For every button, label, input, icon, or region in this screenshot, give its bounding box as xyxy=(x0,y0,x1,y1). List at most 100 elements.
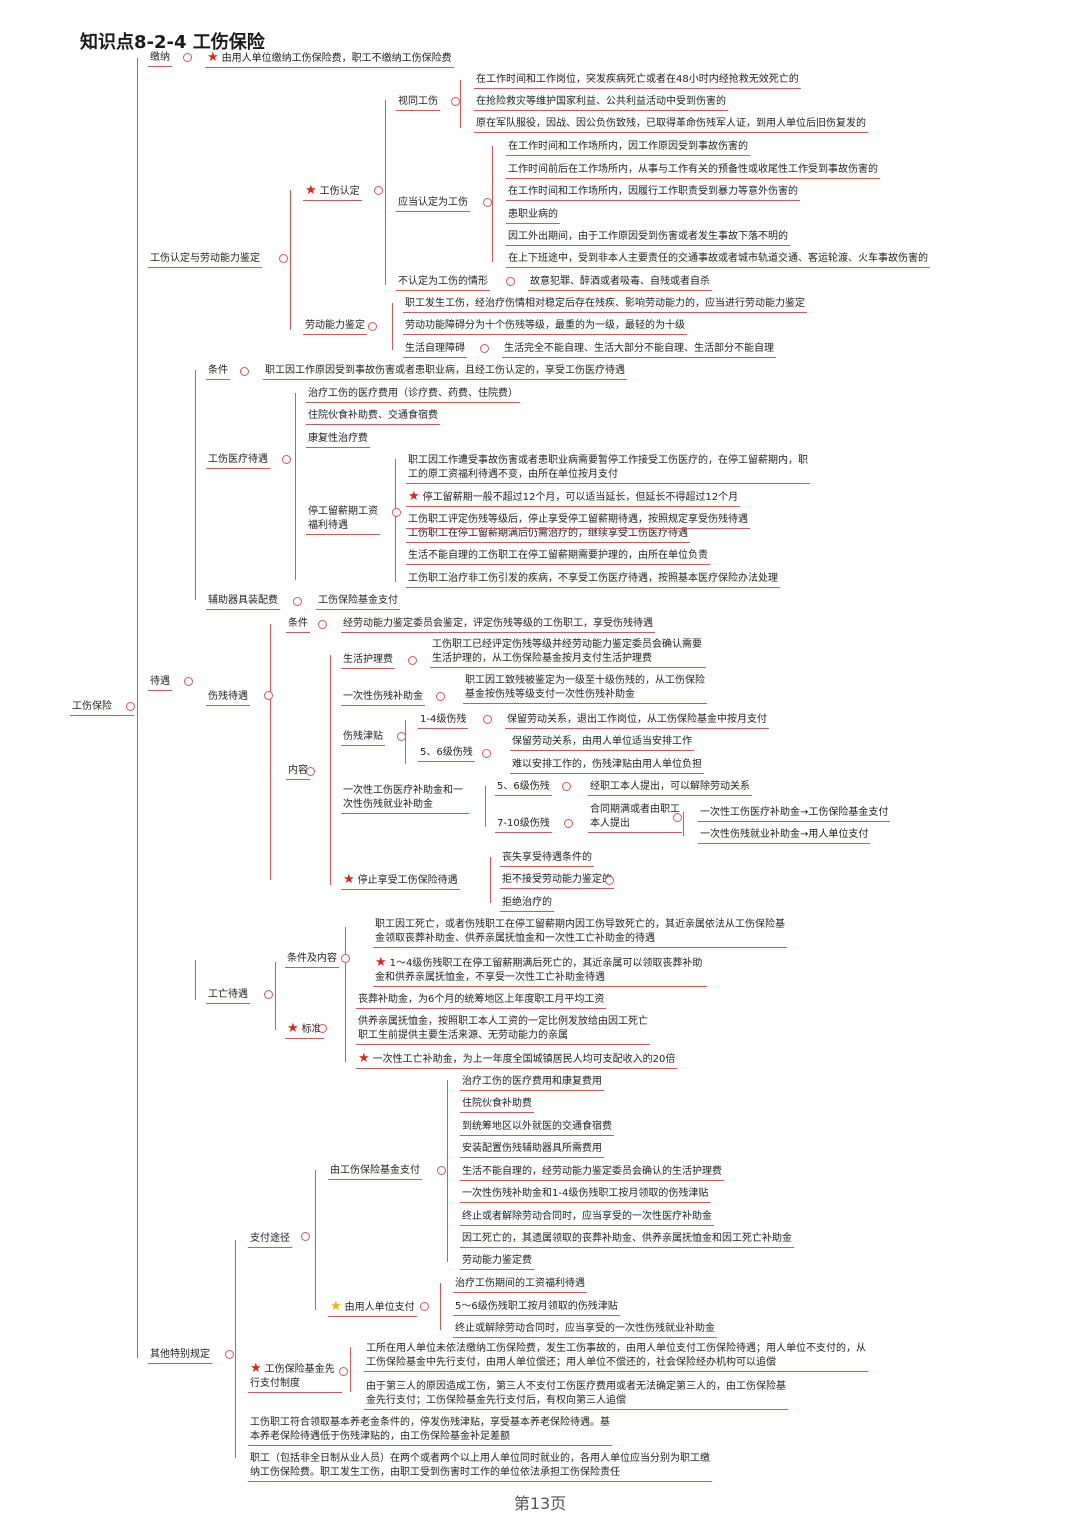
node-jjzf: 由工伤保险基金支付 xyxy=(330,1164,420,1178)
connector-line xyxy=(506,178,880,179)
collapse-toggle-icon[interactable] xyxy=(279,254,288,263)
collapse-toggle-icon[interactable] xyxy=(293,597,302,606)
connector-line xyxy=(341,705,425,706)
node-label: 伤残津贴 xyxy=(343,731,383,742)
node-label: 工作时间前后在工作场所内，从事与工作有关的预备性或收尾性工作受到事故伤害的 xyxy=(508,164,878,175)
collapse-toggle-icon[interactable] xyxy=(264,691,273,700)
node-label: 工伤职工已经评定伤残等级并经劳动能力鉴定委员会确认需要生活护理的，从工伤保险基金… xyxy=(432,639,702,664)
node-label: 条件 xyxy=(208,365,228,376)
collapse-toggle-icon[interactable] xyxy=(318,1024,327,1033)
node-yl2: 住院伙食补助费、交通食宿费 xyxy=(308,409,438,423)
connector-line xyxy=(205,67,454,68)
node-yl3: 康复性治疗费 xyxy=(308,432,368,446)
connector-line xyxy=(510,750,694,751)
collapse-toggle-icon[interactable] xyxy=(318,620,327,629)
collapse-toggle-icon[interactable] xyxy=(397,732,406,741)
node-label: 保留劳动关系，退出工作岗位，从工伤保险基金中按月支付 xyxy=(507,714,767,725)
node-bz: ★标准 xyxy=(287,1022,322,1037)
connector-line xyxy=(248,1247,292,1248)
connector-line xyxy=(453,1292,587,1293)
node-label: 安装配置伤残辅助器具所需费用 xyxy=(462,1143,602,1154)
collapse-toggle-icon[interactable] xyxy=(480,344,489,353)
collapse-toggle-icon[interactable] xyxy=(483,715,492,724)
connector-line xyxy=(148,66,172,67)
node-label: 一次性伤残补助金和1-4级伤残职工按月领取的伤残津贴 xyxy=(462,1188,709,1199)
collapse-toggle-icon[interactable] xyxy=(605,876,614,885)
node-label: 在工作时间和工作场所内，因工作原因受到事故伤害的 xyxy=(508,141,748,152)
collapse-toggle-icon[interactable] xyxy=(420,1302,429,1311)
collapse-toggle-icon[interactable] xyxy=(374,186,383,195)
branch-line xyxy=(195,960,196,1000)
connector-line xyxy=(463,703,707,704)
collapse-toggle-icon[interactable] xyxy=(482,749,491,758)
collapse-toggle-icon[interactable] xyxy=(368,322,377,331)
node-label: 工伤保险 xyxy=(72,701,112,712)
node-label: 在工作时间和工作岗位，突发疾病死亡或者在48小时内经抢救无效死亡的 xyxy=(476,74,799,85)
connector-line xyxy=(418,761,475,762)
connector-line xyxy=(505,728,769,729)
branch-line xyxy=(235,1240,236,1458)
branch-line xyxy=(392,303,393,350)
node-label: 辅助器具装配费 xyxy=(208,595,278,606)
node-jj7: 终止或者解除劳动合同时，应当享受的一次性医疗补助金 xyxy=(462,1210,712,1224)
collapse-toggle-icon[interactable] xyxy=(264,990,273,999)
connector-line xyxy=(495,795,552,796)
connector-line xyxy=(341,632,655,633)
connector-line xyxy=(306,447,370,448)
node-jj2: 住院伙食补助费 xyxy=(462,1097,532,1111)
collapse-toggle-icon[interactable] xyxy=(483,198,492,207)
node-yrd: 应当认定为工伤 xyxy=(398,196,468,210)
node-label: 5、6级伤残 xyxy=(420,747,473,758)
node-label: 职工因工死亡，或者伤残职工在停工留薪期内因工伤导致死亡的，其近亲属依法从工伤保险… xyxy=(375,919,785,944)
star-icon: ★ xyxy=(207,50,219,65)
node-gsrd: ★工伤认定 xyxy=(305,184,360,199)
node-label: 难以安排工作的，伤残津贴由用人单位负担 xyxy=(512,759,702,770)
collapse-toggle-icon[interactable] xyxy=(437,1166,446,1175)
collapse-toggle-icon[interactable] xyxy=(341,954,350,963)
collapse-toggle-icon[interactable] xyxy=(436,692,445,701)
connector-line xyxy=(148,690,172,691)
collapse-toggle-icon[interactable] xyxy=(126,702,135,711)
node-label: 住院伙食补助费 xyxy=(462,1098,532,1109)
collapse-toggle-icon[interactable] xyxy=(506,277,515,286)
node-label: 丧失享受待遇条件的 xyxy=(502,852,592,863)
connector-line xyxy=(356,1044,650,1045)
connector-line xyxy=(396,290,490,291)
collapse-toggle-icon[interactable] xyxy=(225,1350,234,1359)
node-tz1: 丧失享受待遇条件的 xyxy=(502,851,592,865)
page-number: 第13页 xyxy=(513,1494,567,1513)
collapse-toggle-icon[interactable] xyxy=(282,455,291,464)
collapse-toggle-icon[interactable] xyxy=(408,656,417,665)
collapse-toggle-icon[interactable] xyxy=(562,782,571,791)
node-label: 生活护理费 xyxy=(343,654,393,665)
collapse-toggle-icon[interactable] xyxy=(301,1232,310,1241)
collapse-toggle-icon[interactable] xyxy=(339,1367,348,1376)
collapse-toggle-icon[interactable] xyxy=(183,53,192,62)
collapse-toggle-icon[interactable] xyxy=(451,97,460,106)
connector-line xyxy=(403,357,467,358)
node-label: 工所在用人单位未依法缴纳工伤保险费，发生工伤事故的，由用人单位支付工伤保险待遇；… xyxy=(366,1343,866,1368)
node-tzxs: ★停止享受工伤保险待遇 xyxy=(343,873,458,888)
collapse-toggle-icon[interactable] xyxy=(306,767,315,776)
connector-line xyxy=(373,947,787,948)
node-label: 治疗工伤的医疗费用（诊疗费、药费、住院费） xyxy=(308,388,518,399)
node-tz2: 拒不接受劳动能力鉴定的 xyxy=(502,873,612,887)
node-stgs3: 原在军队服役，因战、因公负伤致残，已取得革命伤残军人证，到用人单位后旧伤复发的 xyxy=(476,117,866,131)
node-label: 工伤职工符合领取基本养老金条件的，停发伤残津贴，享受基本养老保险待遇。基本养老保… xyxy=(250,1417,610,1442)
star-icon: ★ xyxy=(287,1021,299,1036)
connector-line xyxy=(341,889,460,890)
connector-line xyxy=(248,1392,342,1393)
node-dwzf: ★由用人单位支付 xyxy=(330,1300,415,1315)
connector-line xyxy=(148,1363,212,1364)
node-tg3: 工伤职工评定伤残等级后，停止享受停工留薪期待遇，按照规定享受伤残待遇 xyxy=(408,513,748,527)
collapse-toggle-icon[interactable] xyxy=(392,508,401,517)
node-label: 停止享受工伤保险待遇 xyxy=(357,875,458,886)
node-ldnl2: 劳动功能障碍分为十个伤残等级，最重的为一级，最轻的为十级 xyxy=(405,319,685,333)
connector-line xyxy=(248,1445,612,1446)
node-dw1: 治疗工伤期间的工资福利待遇 xyxy=(455,1277,585,1291)
collapse-toggle-icon[interactable] xyxy=(184,677,193,686)
collapse-toggle-icon[interactable] xyxy=(564,819,573,828)
collapse-toggle-icon[interactable] xyxy=(240,367,249,376)
connector-line xyxy=(506,223,560,224)
collapse-toggle-icon[interactable] xyxy=(673,813,682,822)
